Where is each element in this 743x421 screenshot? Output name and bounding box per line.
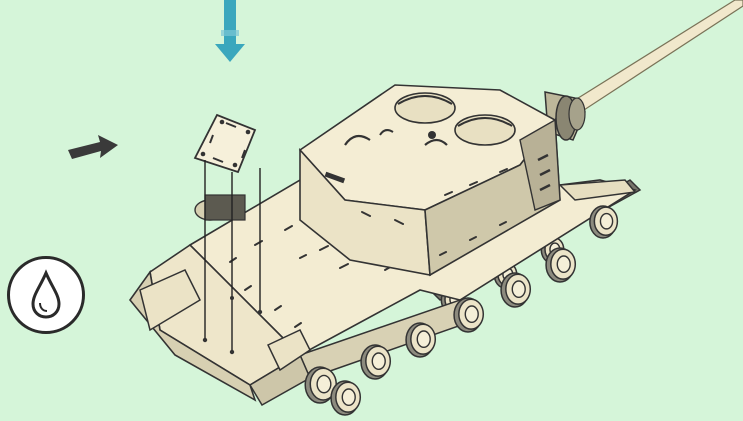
road-wheel — [590, 206, 618, 238]
arrow-right-icon — [68, 135, 118, 159]
gun-barrel — [545, 0, 743, 140]
glue-button[interactable] — [7, 256, 85, 334]
road-wheel — [501, 273, 530, 307]
road-wheel — [546, 248, 575, 282]
road-wheel — [406, 323, 435, 357]
road-wheel — [361, 345, 390, 379]
arrow-down-icon — [215, 0, 245, 62]
road-wheel — [331, 381, 360, 415]
road-wheel — [454, 298, 483, 332]
glue-drop-icon — [10, 259, 82, 331]
